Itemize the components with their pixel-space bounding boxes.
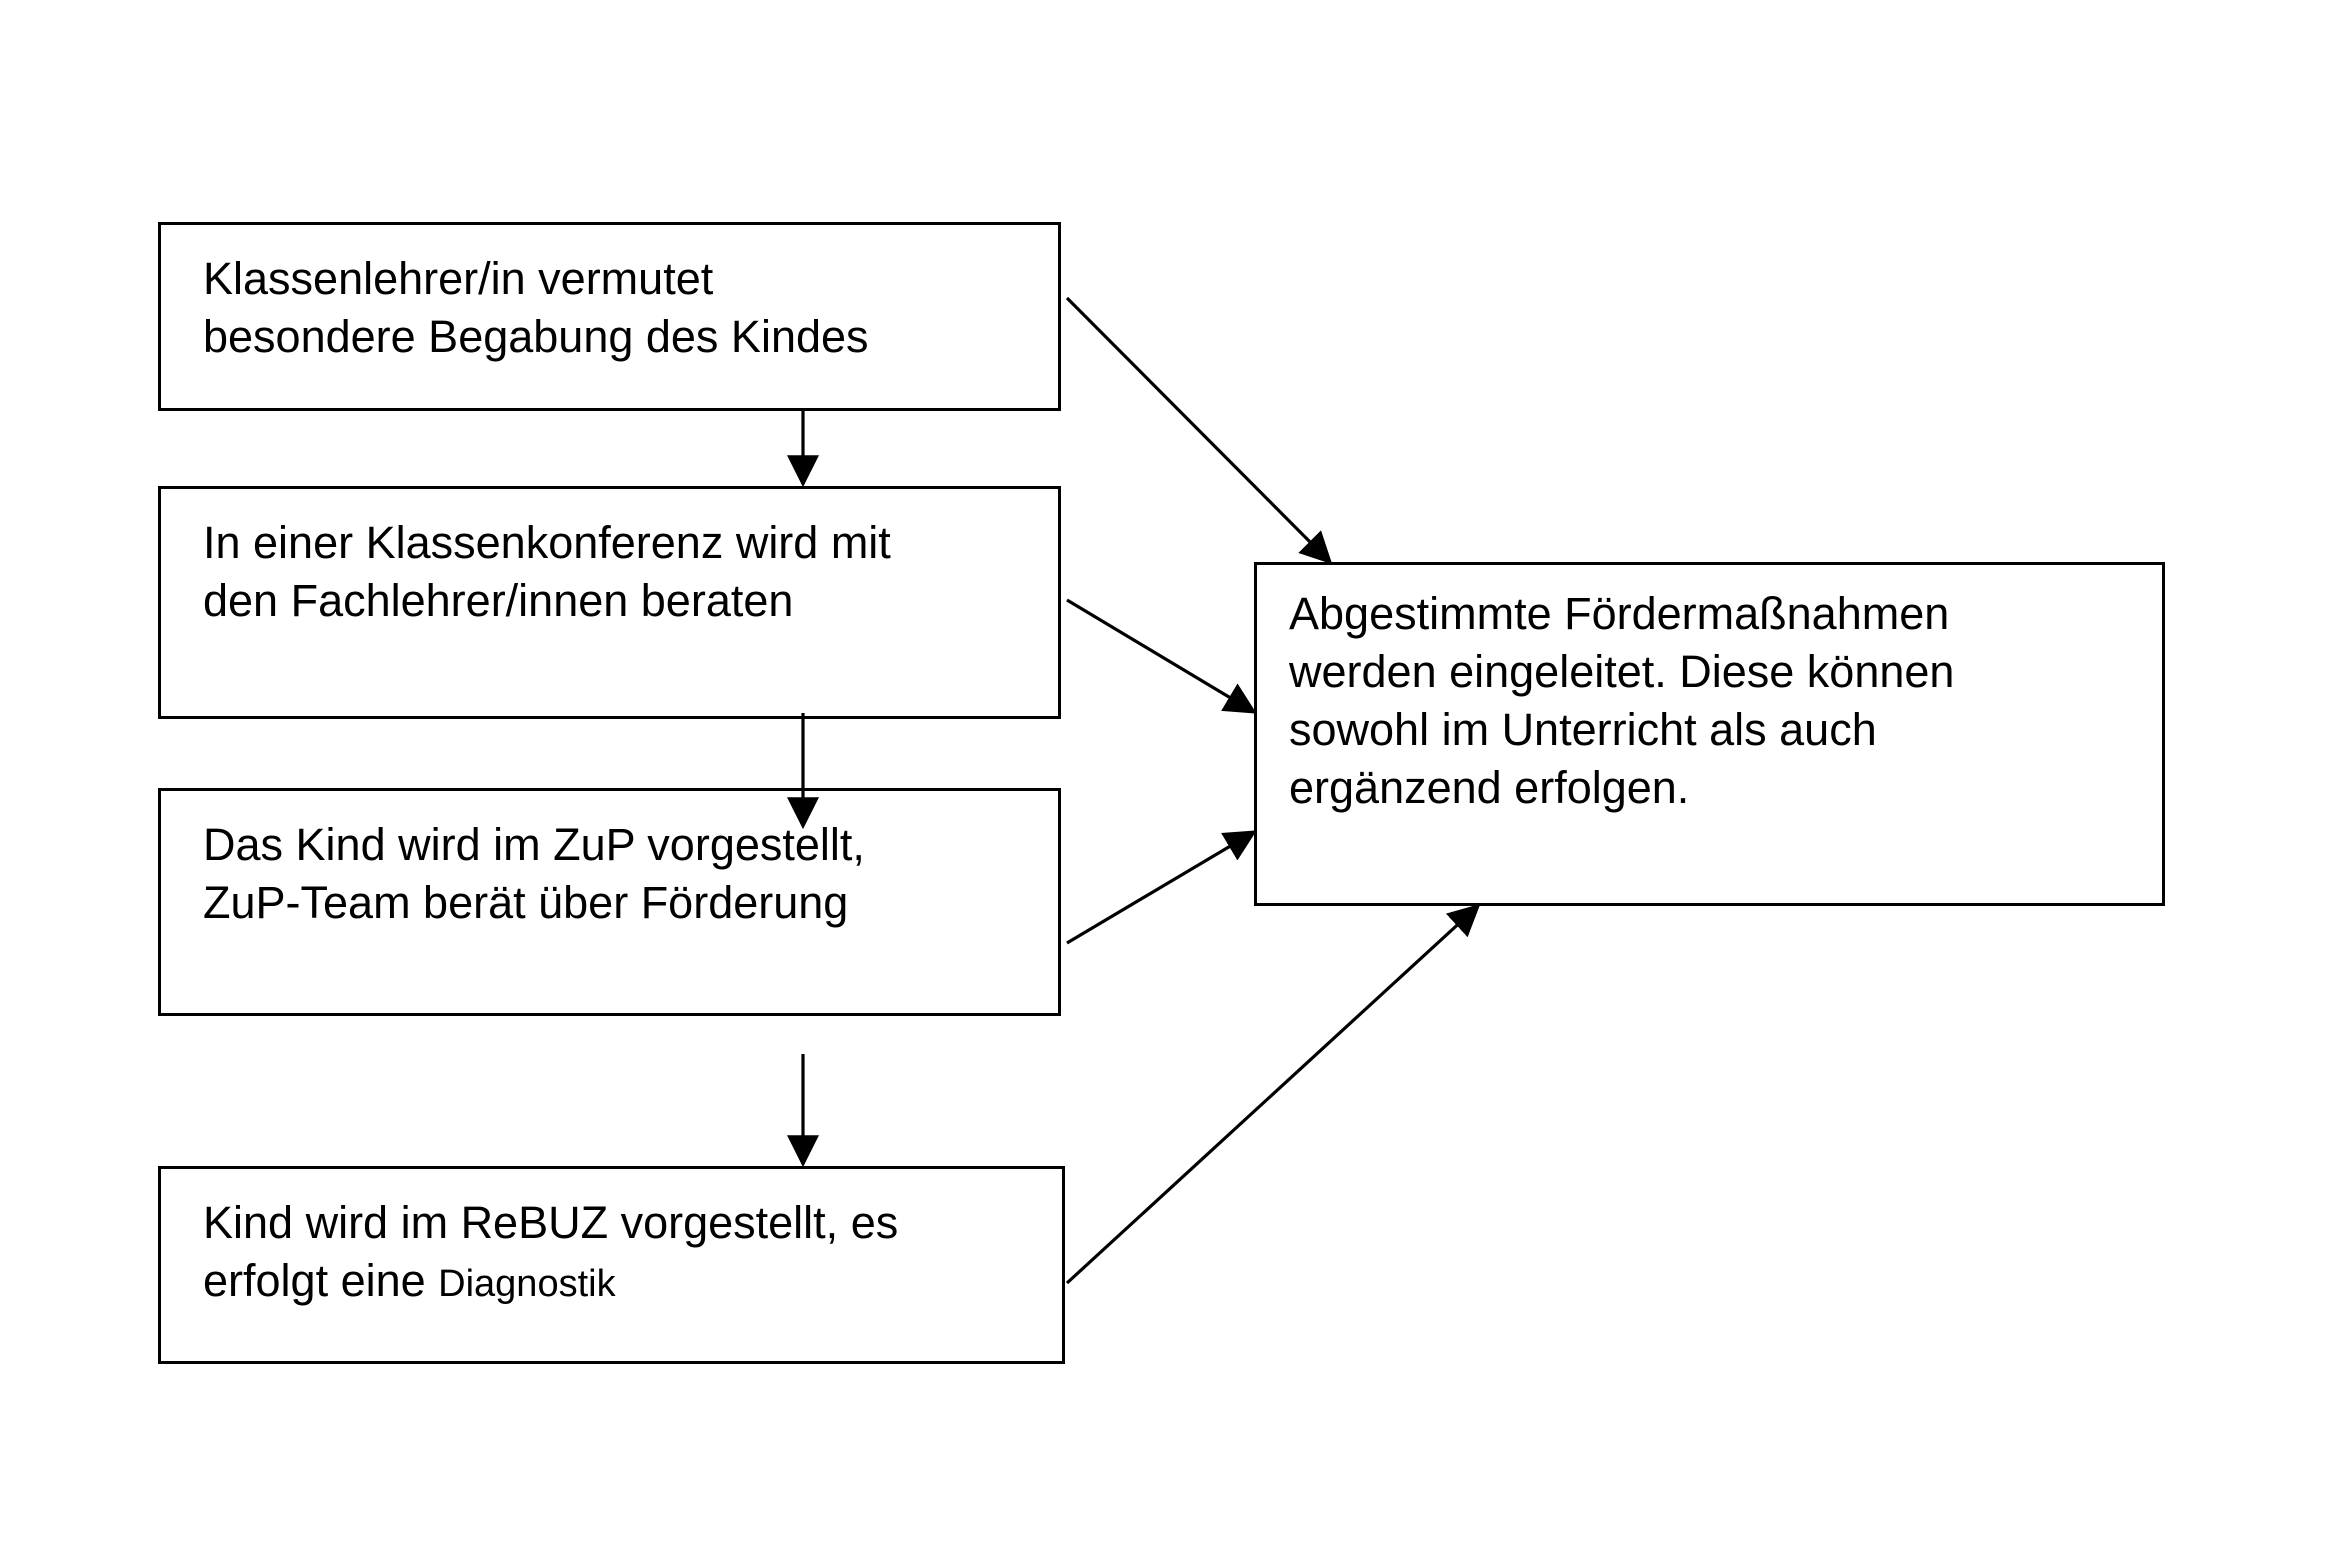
node-measures: Abgestimmte Fördermaßnahmen werden einge… bbox=[1254, 562, 2165, 906]
node-zup-line-1: Das Kind wird im ZuP vorgestellt, bbox=[203, 819, 865, 870]
node-suspicion-line-1: Klassenlehrer/in vermutet bbox=[203, 253, 714, 304]
node-zup: Das Kind wird im ZuP vorgestellt, ZuP-Te… bbox=[158, 788, 1061, 1016]
arrow-conference-to-measures bbox=[1066, 598, 1257, 714]
node-suspicion: Klassenlehrer/in vermutet besondere Bega… bbox=[158, 222, 1061, 411]
node-measures-line-1: Abgestimmte Fördermaßnahmen bbox=[1289, 588, 1950, 639]
node-rebuz-line-2-prefix: erfolgt eine bbox=[203, 1255, 439, 1306]
node-rebuz-line-2-suffix: Diagnostik bbox=[438, 1263, 616, 1305]
arrow-suspicion-to-measures bbox=[1065, 296, 1333, 565]
node-conference: In einer Klassenkonferenz wird mit den F… bbox=[158, 486, 1061, 719]
node-measures-line-3: sowohl im Unterricht als auch bbox=[1289, 704, 1877, 755]
node-rebuz-line-2: erfolgt eine Diagnostik bbox=[203, 1252, 898, 1313]
node-conference-line-1: In einer Klassenkonferenz wird mit bbox=[203, 517, 891, 568]
node-measures-line-2: werden eingeleitet. Diese können bbox=[1289, 646, 1955, 697]
node-suspicion-line-2: besondere Begabung des Kindes bbox=[203, 311, 869, 362]
node-measures-line-4: ergänzend erfolgen. bbox=[1289, 762, 1690, 813]
arrow-zup-to-measures bbox=[1066, 830, 1257, 945]
node-conference-line-2: den Fachlehrer/innen beraten bbox=[203, 575, 794, 626]
node-rebuz: Kind wird im ReBUZ vorgestellt, es erfol… bbox=[158, 1166, 1065, 1364]
node-zup-line-2: ZuP-Team berät über Förderung bbox=[203, 877, 849, 928]
node-rebuz-line-1: Kind wird im ReBUZ vorgestellt, es bbox=[203, 1197, 899, 1248]
arrow-rebuz-to-measures bbox=[1065, 903, 1481, 1285]
